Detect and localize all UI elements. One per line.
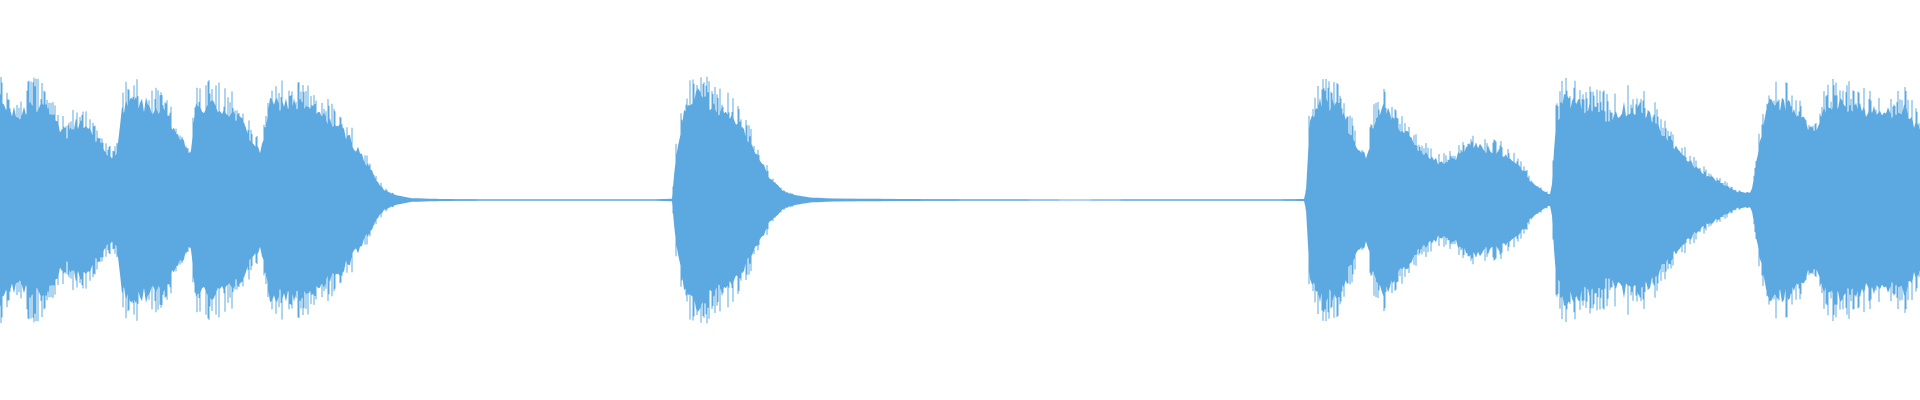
waveform-body [0,88,1920,312]
waveform-spike-group [0,76,1920,324]
waveform-fill-group [0,88,1920,312]
waveform-spikes [0,76,1920,324]
